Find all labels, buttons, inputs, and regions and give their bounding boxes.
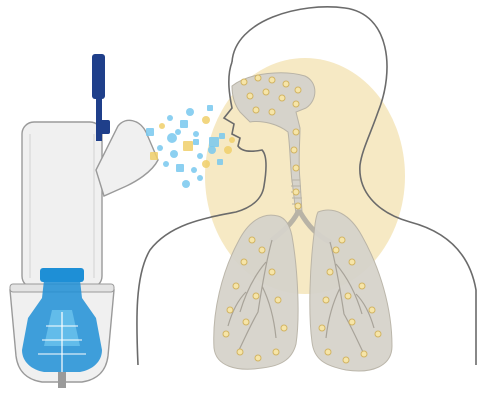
deposition-dot	[369, 307, 375, 313]
deposition-dot	[293, 189, 299, 195]
aerosol-particle	[202, 160, 210, 168]
aerosol-particle	[197, 175, 203, 181]
aerosol-particle	[207, 105, 213, 111]
aerosol-particle	[167, 115, 173, 121]
aerosol-particle	[193, 131, 199, 137]
deposition-dot	[343, 357, 349, 363]
aerosol-particle	[180, 120, 188, 128]
aerosol-particle	[229, 137, 235, 143]
deposition-dot	[249, 237, 255, 243]
deposition-dot	[295, 203, 301, 209]
aerosol-particle	[217, 159, 223, 165]
deposition-dot	[241, 259, 247, 265]
deposition-dot	[291, 147, 297, 153]
aerosol-particle	[186, 108, 194, 116]
deposition-dot	[295, 87, 301, 93]
deposition-dot	[279, 95, 285, 101]
aerosol-particle	[183, 141, 193, 151]
deposition-dot	[241, 79, 247, 85]
nebulizer-device	[10, 54, 158, 388]
aerosol-particle	[182, 180, 190, 188]
deposition-dot	[283, 81, 289, 87]
deposition-dot	[333, 247, 339, 253]
aerosol-particle	[191, 167, 197, 173]
deposition-dot	[269, 77, 275, 83]
aerosol-particle	[219, 133, 225, 139]
aerosol-particle	[163, 161, 169, 167]
nebulizer-upper-chamber	[22, 122, 102, 288]
aerosol-particle	[197, 153, 203, 159]
aerosol-particle	[209, 137, 219, 147]
deposition-dot	[349, 319, 355, 325]
deposition-dot	[325, 349, 331, 355]
deposition-dot	[255, 355, 261, 361]
deposition-dot	[275, 297, 281, 303]
deposition-dot	[269, 109, 275, 115]
aerosol-particle	[175, 129, 181, 135]
deposition-dot	[243, 319, 249, 325]
deposition-dot	[255, 75, 261, 81]
deposition-dot	[375, 331, 381, 337]
deposition-dot	[223, 331, 229, 337]
aerosol-particle	[202, 116, 210, 124]
deposition-dot	[233, 283, 239, 289]
aerosol-particle	[159, 123, 165, 129]
aerosol-particle	[157, 145, 163, 151]
aerosol-particle	[150, 152, 158, 160]
deposition-dot	[293, 129, 299, 135]
deposition-dot	[253, 107, 259, 113]
deposition-dot	[319, 325, 325, 331]
deposition-dot	[273, 349, 279, 355]
deposition-dot	[339, 237, 345, 243]
deposition-dot	[247, 93, 253, 99]
aerosol-particle	[224, 146, 232, 154]
deposition-dot	[259, 247, 265, 253]
deposition-dot	[227, 307, 233, 313]
deposition-dot	[359, 283, 365, 289]
deposition-dot	[323, 297, 329, 303]
deposition-dot	[345, 293, 351, 299]
deposition-dot	[253, 293, 259, 299]
deposition-dot	[281, 325, 287, 331]
valve-cap	[92, 54, 105, 99]
aerosol-particle	[176, 164, 184, 172]
deposition-dot	[349, 259, 355, 265]
deposition-dot	[293, 101, 299, 107]
deposition-dot	[361, 351, 367, 357]
aerosol-particle	[193, 139, 199, 145]
deposition-dot	[327, 269, 333, 275]
deposition-dot	[293, 165, 299, 171]
deposition-dot	[237, 349, 243, 355]
deposition-dot	[263, 89, 269, 95]
deposition-dot	[269, 269, 275, 275]
aerosol-particle	[167, 133, 177, 143]
aerosol-particle	[208, 146, 216, 154]
aerosol-particle	[170, 150, 178, 158]
aerosol-particle	[146, 128, 154, 136]
